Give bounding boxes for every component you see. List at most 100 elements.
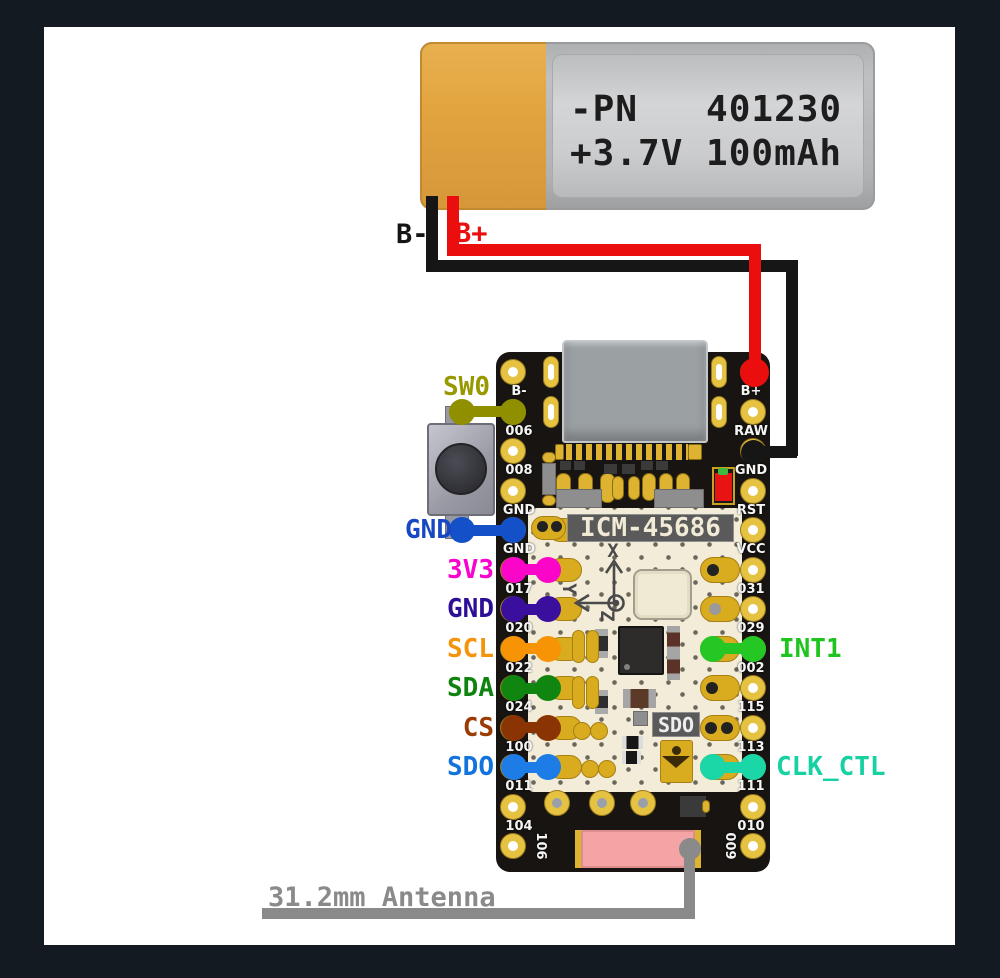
wire-3v3	[535, 556, 561, 583]
wire-gnd-button	[500, 517, 526, 543]
wire-gnd-button	[449, 517, 475, 543]
wire-label-clk_ctl: CLK_CTL	[776, 752, 886, 782]
pin-pad-left-3	[500, 477, 526, 504]
svg-text:Y: Y	[558, 583, 580, 595]
wire-gnd-button	[462, 524, 513, 536]
smd-chip	[604, 464, 617, 474]
pin-label-left-9: 100	[505, 739, 533, 755]
inner-pad-right	[700, 715, 740, 741]
antenna-label: 31.2mm Antenna	[268, 882, 496, 913]
slot-pad	[543, 356, 559, 388]
wire-sda	[535, 675, 561, 701]
pin-label-left-10: 011	[505, 779, 533, 794]
pin-hole	[748, 406, 758, 417]
wire-cs	[514, 722, 548, 733]
jumper-pad	[590, 722, 608, 740]
wire-cs	[501, 714, 527, 741]
pin-label-right-corner: 009	[722, 832, 737, 860]
bottom-pad	[544, 790, 570, 816]
battery-pos-terminal	[740, 358, 769, 387]
pin-label-right-4: VCC	[736, 542, 766, 557]
pin-label-right-3: RST	[736, 502, 766, 518]
pin-pad-right-3	[740, 477, 766, 504]
battery-neg-terminal	[741, 440, 766, 465]
antenna-pad	[575, 830, 583, 868]
jumper-pad	[572, 630, 585, 663]
pin-hole	[748, 722, 758, 733]
wire-sw0	[449, 398, 475, 425]
antenna-wire	[262, 908, 695, 919]
wire-3v3	[501, 556, 527, 583]
wire-int1	[740, 635, 766, 662]
battery-pos-wire	[749, 244, 761, 378]
pin-hole	[748, 525, 758, 535]
pin-pad-right-6	[740, 596, 766, 622]
wire-label-int1: INT1	[779, 633, 842, 664]
resistor	[623, 689, 656, 708]
wire-sda	[514, 682, 548, 694]
pin-label-right-9: 113	[737, 739, 765, 755]
pin-hole	[508, 485, 518, 496]
jumper-pad	[573, 722, 591, 740]
capacitor	[622, 751, 641, 764]
wire-label-scl: SCL	[447, 633, 494, 664]
wire-clk_ctl	[740, 754, 766, 780]
wire-label-gnd: GND	[447, 594, 494, 624]
antenna-component	[581, 830, 695, 868]
wire-int1	[700, 635, 726, 662]
battery-label-text: -PN 401230+3.7V 100mAh	[570, 88, 842, 176]
solder-dot	[721, 722, 733, 734]
pin-hole	[748, 683, 758, 693]
smd-chip	[680, 796, 706, 817]
pin-hole	[508, 841, 518, 851]
battery-pos-wire	[447, 244, 761, 256]
wire-3v3	[514, 564, 548, 575]
wire-label-gnd-button: GND	[405, 515, 452, 545]
pin-hole	[638, 798, 648, 808]
smd-ic	[654, 489, 704, 508]
smd-pad	[702, 800, 710, 813]
smd-pad	[542, 452, 556, 463]
wire-scl	[535, 635, 561, 662]
pin-label-right-11: 010	[737, 818, 765, 834]
bottom-pad	[630, 790, 656, 816]
jumper-pad	[581, 760, 599, 778]
pin-pad-right-9	[740, 714, 766, 741]
smd-ic	[556, 489, 602, 508]
smd-chip	[656, 461, 668, 470]
wire-scl	[514, 643, 548, 654]
antenna-wire	[684, 849, 695, 915]
battery-neg-wire	[426, 260, 798, 272]
pin-hole	[508, 801, 518, 812]
pin-label-right-7: 002	[737, 660, 765, 676]
pin-pad-right-5	[740, 556, 766, 583]
wire-sw0	[500, 398, 526, 425]
pin-label-right-6: 029	[737, 621, 765, 636]
pin-label-left-11: 104	[505, 818, 533, 834]
push-button-actuator	[435, 443, 487, 495]
jumper-pad	[586, 630, 599, 663]
wire-cs	[535, 714, 561, 741]
pin-label-left-7: 022	[505, 660, 533, 676]
wire-label-3v3: 3V3	[447, 554, 494, 585]
chip-silk-label: ICM-45686	[567, 514, 734, 542]
solder-dot	[707, 564, 719, 576]
pin-hole	[748, 564, 758, 575]
wire-sda	[501, 675, 527, 701]
wire-label-sw0: SW0	[443, 371, 490, 402]
capacitor	[622, 736, 643, 749]
svg-text:X: X	[607, 540, 619, 562]
pin-pad-right-12	[740, 833, 766, 859]
wire-label-cs: CS	[462, 712, 494, 743]
pin-label-left-1: 006	[505, 423, 533, 439]
smd-chip	[641, 461, 653, 470]
wire-sdo	[514, 761, 548, 773]
pin-label-left-0: B-	[511, 384, 527, 399]
pin-label-left-6: 020	[505, 621, 533, 636]
wire-sw0	[462, 406, 513, 417]
usb-pin-row	[566, 444, 688, 460]
pin-hole	[552, 798, 562, 808]
battery-label-plate	[552, 54, 864, 198]
led-green-dot	[718, 468, 728, 475]
